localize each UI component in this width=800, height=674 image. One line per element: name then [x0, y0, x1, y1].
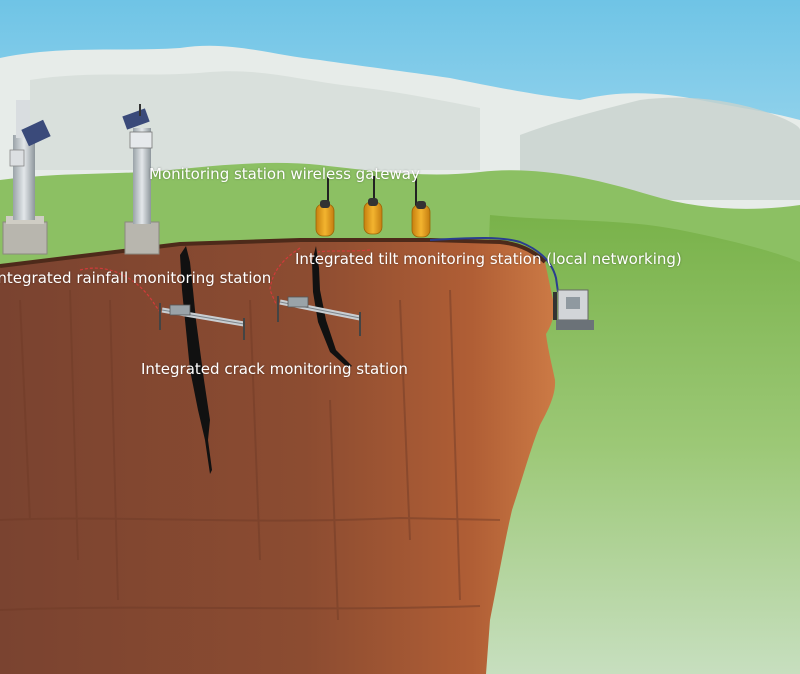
right-slope [470, 215, 800, 674]
cliff-top-edge [0, 238, 547, 268]
crack-meter-icon [277, 296, 361, 336]
tilt-sensor-icon [363, 176, 383, 235]
network-cable [429, 237, 559, 293]
tilt-station-label: Integrated tilt monitoring station (loca… [295, 250, 682, 268]
crack-left [180, 246, 212, 474]
tilt-sensor-icon [411, 178, 431, 238]
remote-terminal-icon [553, 289, 594, 330]
tilt-sensor-icon [315, 176, 335, 237]
crack-station-label: Integrated crack monitoring station [141, 360, 408, 378]
cliff-texture [0, 289, 501, 621]
rainfall-station-pole-icon [2, 100, 51, 255]
gateway-label: Monitoring station wireless gateway [149, 165, 420, 183]
mountain-ridge [520, 97, 800, 200]
crack-meter-icon [159, 303, 245, 340]
crack-sensor-cables [79, 247, 371, 313]
cliff [0, 240, 556, 674]
crack-right [312, 246, 352, 368]
rainfall-station-label: Integrated rainfall monitoring station [0, 269, 272, 287]
gateway-pole-icon [122, 104, 160, 255]
